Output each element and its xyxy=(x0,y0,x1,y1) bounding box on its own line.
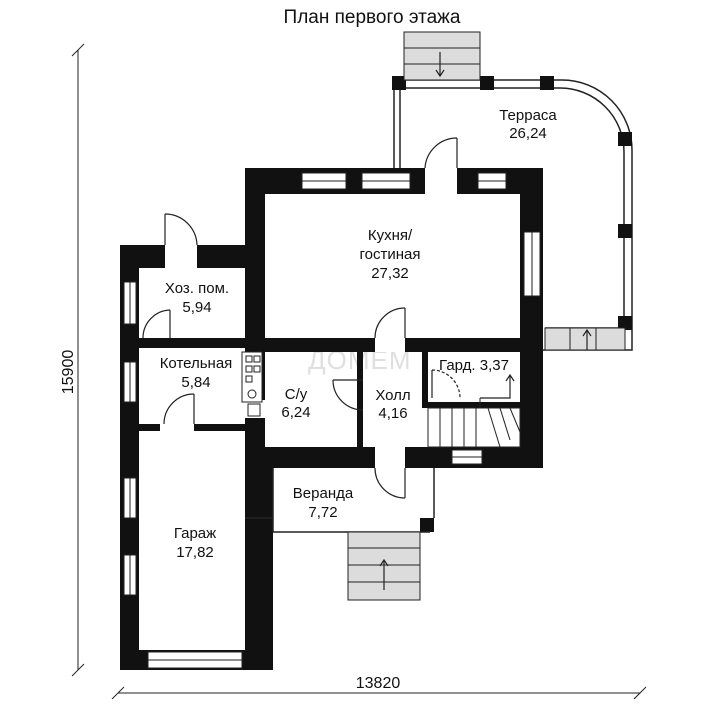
plan-title: План первого этажа xyxy=(284,7,461,28)
boiler-name: Котельная xyxy=(160,355,233,372)
garage-area: 17,82 xyxy=(176,544,214,561)
bathroom-name: С/у xyxy=(285,386,308,403)
terrace-name: Терраса xyxy=(499,107,557,124)
veranda-name: Веранда xyxy=(293,485,354,502)
veranda-area: 7,72 xyxy=(308,504,337,521)
door-swings xyxy=(142,137,461,499)
kitchen-name-2: гостиная xyxy=(360,246,421,263)
utility-area: 5,94 xyxy=(182,299,211,316)
boiler-equipment xyxy=(241,351,263,417)
kitchen-name: Кухня/ xyxy=(368,227,413,244)
hall-name: Холл xyxy=(375,387,410,404)
veranda-steps xyxy=(347,531,421,601)
bathroom-area: 6,24 xyxy=(281,404,310,421)
room-labels: Терраса 26,24 Кухня/ гостиная 27,32 Хоз.… xyxy=(160,107,558,561)
height-dimension: 15900 xyxy=(60,350,77,395)
terrace-posts xyxy=(392,76,632,330)
utility-name: Хоз. пом. xyxy=(165,280,229,297)
window-sashes xyxy=(129,180,533,661)
kitchen-area: 27,32 xyxy=(371,265,409,282)
hall-area: 4,16 xyxy=(378,405,407,422)
walls xyxy=(120,168,543,670)
door-openings xyxy=(160,168,457,468)
terrace-outline xyxy=(393,79,633,351)
terrace-right-steps xyxy=(544,327,626,351)
width-dimension: 13820 xyxy=(356,675,401,692)
height-dimension-line xyxy=(71,43,85,677)
terrace-top-steps xyxy=(403,31,481,81)
garage-name: Гараж xyxy=(174,525,216,542)
hall-stair xyxy=(427,373,521,448)
wardrobe-label: Гард. 3,37 xyxy=(439,357,509,374)
terrace-area: 26,24 xyxy=(509,125,547,142)
width-dimension-line xyxy=(111,686,647,700)
boiler-area: 5,84 xyxy=(181,374,210,391)
